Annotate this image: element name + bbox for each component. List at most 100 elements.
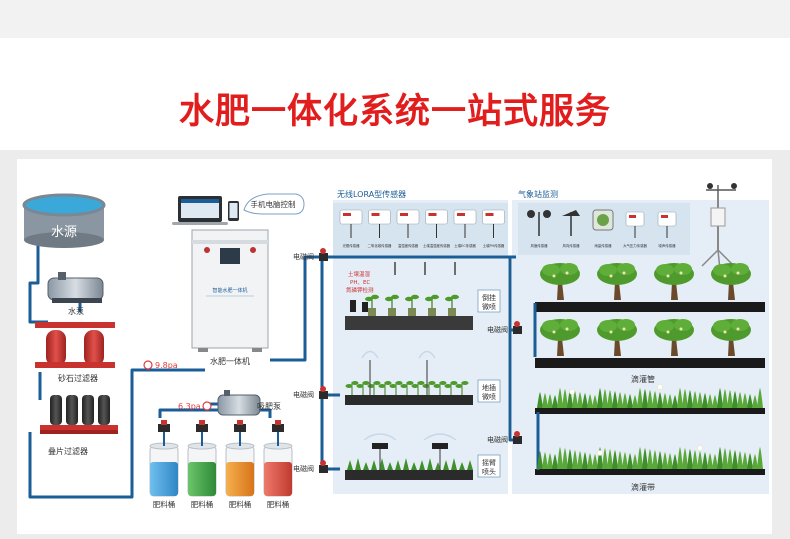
fertilizer-tank: 肥料桶: [187, 420, 217, 509]
field-crop: [692, 450, 698, 469]
water-pump-label: 水泵: [68, 306, 84, 316]
field-crop: [682, 389, 688, 408]
weather-sensor-item: 大气压力传感器: [623, 211, 647, 248]
soil-sensor-label-3: 氮磷钾检测: [346, 286, 374, 294]
sand-filter-label: 砂石过滤器: [58, 373, 98, 383]
field-crop: [617, 392, 623, 408]
ground-spray-soil: [345, 395, 473, 405]
fertilizer-tank: 肥料桶: [263, 420, 293, 509]
field-crop: [567, 449, 573, 469]
fruit-tree: [597, 263, 637, 300]
crop-flower: [569, 389, 575, 395]
rocker-head-right: [432, 443, 448, 449]
field-crop: [662, 393, 668, 408]
field-crop: [747, 394, 753, 408]
rocker-plant: [467, 460, 473, 470]
machine-label: 水肥一体机: [210, 356, 250, 366]
field-crop: [627, 394, 633, 408]
ground-plants: [345, 381, 469, 395]
hanging-spray-label-1: 倒挂: [482, 293, 496, 302]
fertigation-machine: 智能水肥一体机 水肥一体机: [191, 229, 269, 366]
field-crop: [542, 393, 548, 408]
field-crop: [732, 450, 738, 469]
ground-plant: [389, 381, 403, 395]
field-crop: [577, 451, 583, 469]
seedling: [385, 294, 399, 316]
field-crop: [722, 448, 728, 469]
field-crop: [757, 388, 763, 408]
field-crop: [712, 395, 718, 408]
drip-tape-label: 滴灌带: [631, 482, 655, 492]
solenoid-valve-label: 电磁阀: [293, 464, 314, 473]
field-crop: [582, 452, 588, 469]
field-crop: [622, 452, 628, 469]
field-crop: [667, 394, 673, 408]
field-crop: [737, 451, 743, 469]
field-crop: [537, 392, 543, 408]
fruit-tree: [711, 263, 751, 300]
field-crop: [647, 449, 653, 469]
page-title: 水肥一体化系统一站式服务: [178, 92, 611, 132]
rocker-plant: [451, 458, 457, 470]
weather-sensor-row: 风速传感器风向传感器雨量传感器大气压力传感器噪声传感器: [527, 209, 677, 248]
ground-spray-zone: 地插 微喷: [345, 350, 501, 405]
drip-tape-zone: 滴灌带: [535, 384, 765, 492]
drip-pipe-label: 滴灌管: [631, 374, 655, 384]
field-crop: [662, 452, 668, 469]
weather-sensor-label: 噪声传感器: [659, 243, 677, 248]
field-crop: [572, 450, 578, 469]
field-crop: [697, 392, 703, 408]
fruit-tree: [711, 319, 751, 356]
field-crop: [682, 448, 688, 469]
field-crop: [652, 391, 658, 408]
remote-control: 手机电脑控制: [172, 193, 305, 225]
lora-sensor-row: 光照传感器二氧化碳传感器温湿度传感器土壤温湿度传感器土壤EC传感器土壤PH传感器: [339, 209, 505, 248]
field-crop: [747, 453, 753, 469]
field-crop: [607, 390, 613, 408]
fertilizer-tank-label: 肥料桶: [229, 499, 252, 509]
weather-sensor-label: 风速传感器: [531, 243, 549, 248]
field-crop: [547, 453, 553, 469]
drip-pipe-upper-soil: [535, 302, 765, 312]
rocker-label-1: 摇臂: [482, 458, 496, 467]
lora-sensor-item: 二氧化碳传感器: [368, 209, 392, 248]
water-pump: 水泵: [47, 272, 104, 316]
rocker-plant: [443, 460, 449, 470]
lora-sensor-item: 土壤EC传感器: [453, 209, 476, 248]
weather-station-mast: [701, 183, 737, 271]
pressure-main-label: 9.8pa: [155, 361, 178, 370]
ground-plant: [400, 381, 414, 395]
field-crop: [612, 391, 618, 408]
field-crop: [712, 454, 718, 469]
fertilizer-tank-label: 肥料桶: [153, 499, 176, 509]
fruit-trees: [540, 263, 751, 356]
fertilizer-tank: 肥料桶: [225, 420, 255, 509]
rocker-plant: [371, 460, 377, 470]
field-crop: [592, 454, 598, 469]
field-crop: [757, 447, 763, 469]
field-crop: [552, 454, 558, 469]
seedling: [365, 294, 379, 316]
field-crop: [657, 451, 663, 469]
ground-plant: [378, 381, 392, 395]
field-crop: [597, 447, 603, 469]
pressure-pump-label: 6.3pa: [178, 402, 201, 411]
ground-plant: [367, 381, 381, 395]
soil-sensor-label-1: 土壤温湿: [348, 270, 371, 278]
rocker-sprinkler-zone: 摇臂 喷头: [345, 433, 501, 480]
ground-plant: [356, 381, 370, 395]
seedling: [445, 294, 459, 316]
fruit-tree: [540, 319, 580, 356]
ground-spray-label-1: 地插: [482, 383, 496, 392]
field-crop: [652, 450, 658, 469]
hanging-spray-label-2: 微喷: [482, 302, 496, 311]
ground-plant: [422, 381, 436, 395]
ground-plant: [455, 381, 469, 395]
field-crop: [587, 453, 593, 469]
field-crop: [557, 388, 563, 408]
field-crop: [587, 394, 593, 408]
fruit-tree: [597, 319, 637, 356]
drip-tape-lower-soil: [535, 469, 765, 475]
crop-flower: [657, 384, 663, 390]
field-crop: [677, 447, 683, 469]
